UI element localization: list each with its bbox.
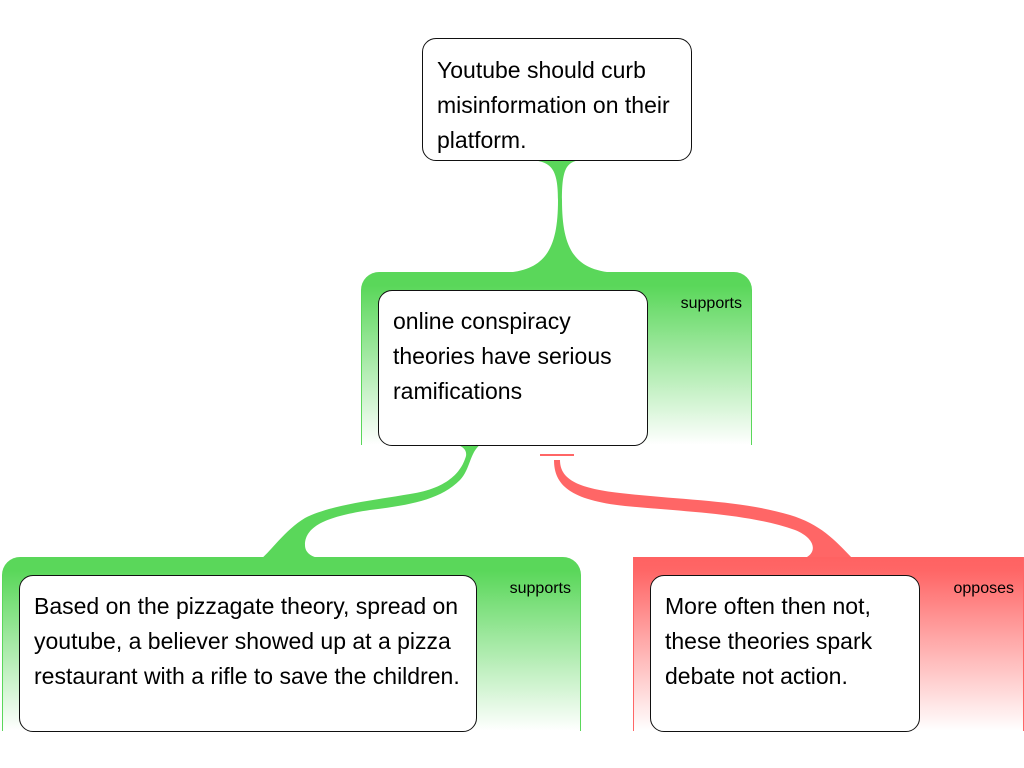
relation-label: supports bbox=[509, 580, 571, 597]
claim-node-root[interactable]: Youtube should curb misinformation on th… bbox=[422, 38, 692, 161]
connector-online-conspiracy-to-more-often bbox=[554, 460, 852, 558]
relation-label: supports bbox=[680, 295, 742, 312]
claim-node-more-often[interactable]: More often then not, these theories spar… bbox=[650, 575, 920, 732]
claim-node-pizzagate[interactable]: Based on the pizzagate theory, spread on… bbox=[19, 575, 477, 732]
connector-root-to-online-conspiracy bbox=[500, 160, 620, 273]
oppose-marker bbox=[540, 454, 574, 456]
relation-label: opposes bbox=[953, 580, 1015, 597]
claim-node-online-conspiracy[interactable]: online conspiracy theories have serious … bbox=[378, 290, 648, 446]
connector-online-conspiracy-to-pizzagate bbox=[262, 445, 480, 558]
